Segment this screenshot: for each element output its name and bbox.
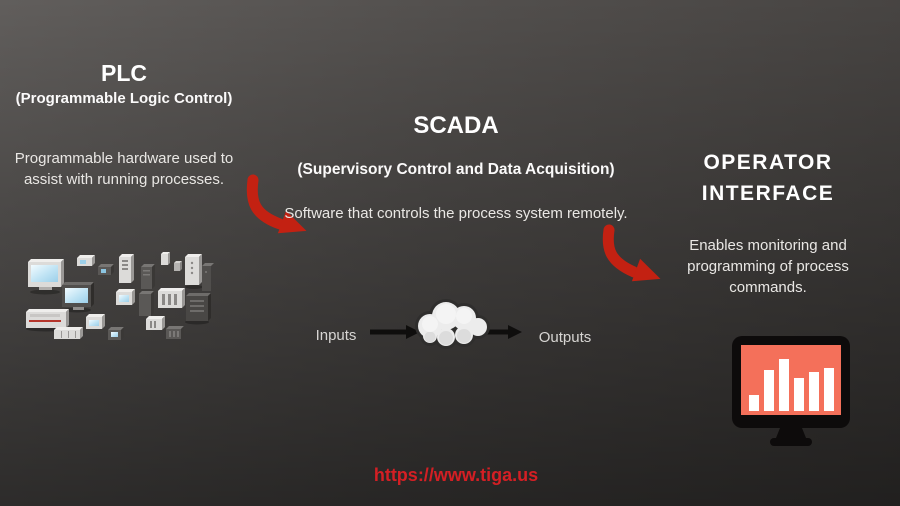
plc-hardware-cluster-icon bbox=[26, 252, 214, 340]
operator-interface-description: Enables monitoring and programming of pr… bbox=[687, 237, 849, 296]
plc-description: Programmable hardware used to assist wit… bbox=[14, 150, 234, 188]
scada-title: SCADA bbox=[413, 112, 499, 139]
flow-input-label: Inputs bbox=[315, 327, 357, 344]
operator-interface-title: OPERATOR INTERFACE bbox=[701, 151, 835, 205]
plc-subtitle: (Programmable Logic Control) bbox=[15, 90, 233, 107]
flow-output-label: Outputs bbox=[538, 329, 592, 346]
plc-section: PLC (Programmable Logic Control) Program… bbox=[8, 60, 240, 190]
scada-subtitle: (Supervisory Control and Data Acquisitio… bbox=[297, 161, 615, 178]
flow-arrow-in-icon bbox=[370, 325, 420, 339]
scada-description: Software that controls the process syste… bbox=[284, 205, 628, 222]
operator-interface-section: OPERATOR INTERFACE Enables monitoring an… bbox=[676, 147, 860, 298]
monitor-bar-chart-icon bbox=[732, 336, 850, 446]
flow-diagram bbox=[370, 299, 522, 349]
plc-title: PLC bbox=[101, 60, 147, 86]
footer-url: https://www.tiga.us bbox=[373, 465, 539, 485]
scada-section: SCADA (Supervisory Control and Data Acqu… bbox=[284, 112, 628, 224]
bar-chart-bars bbox=[749, 359, 834, 411]
cloud-icon bbox=[415, 299, 490, 349]
arrow-scada-to-operator-icon bbox=[602, 224, 661, 282]
